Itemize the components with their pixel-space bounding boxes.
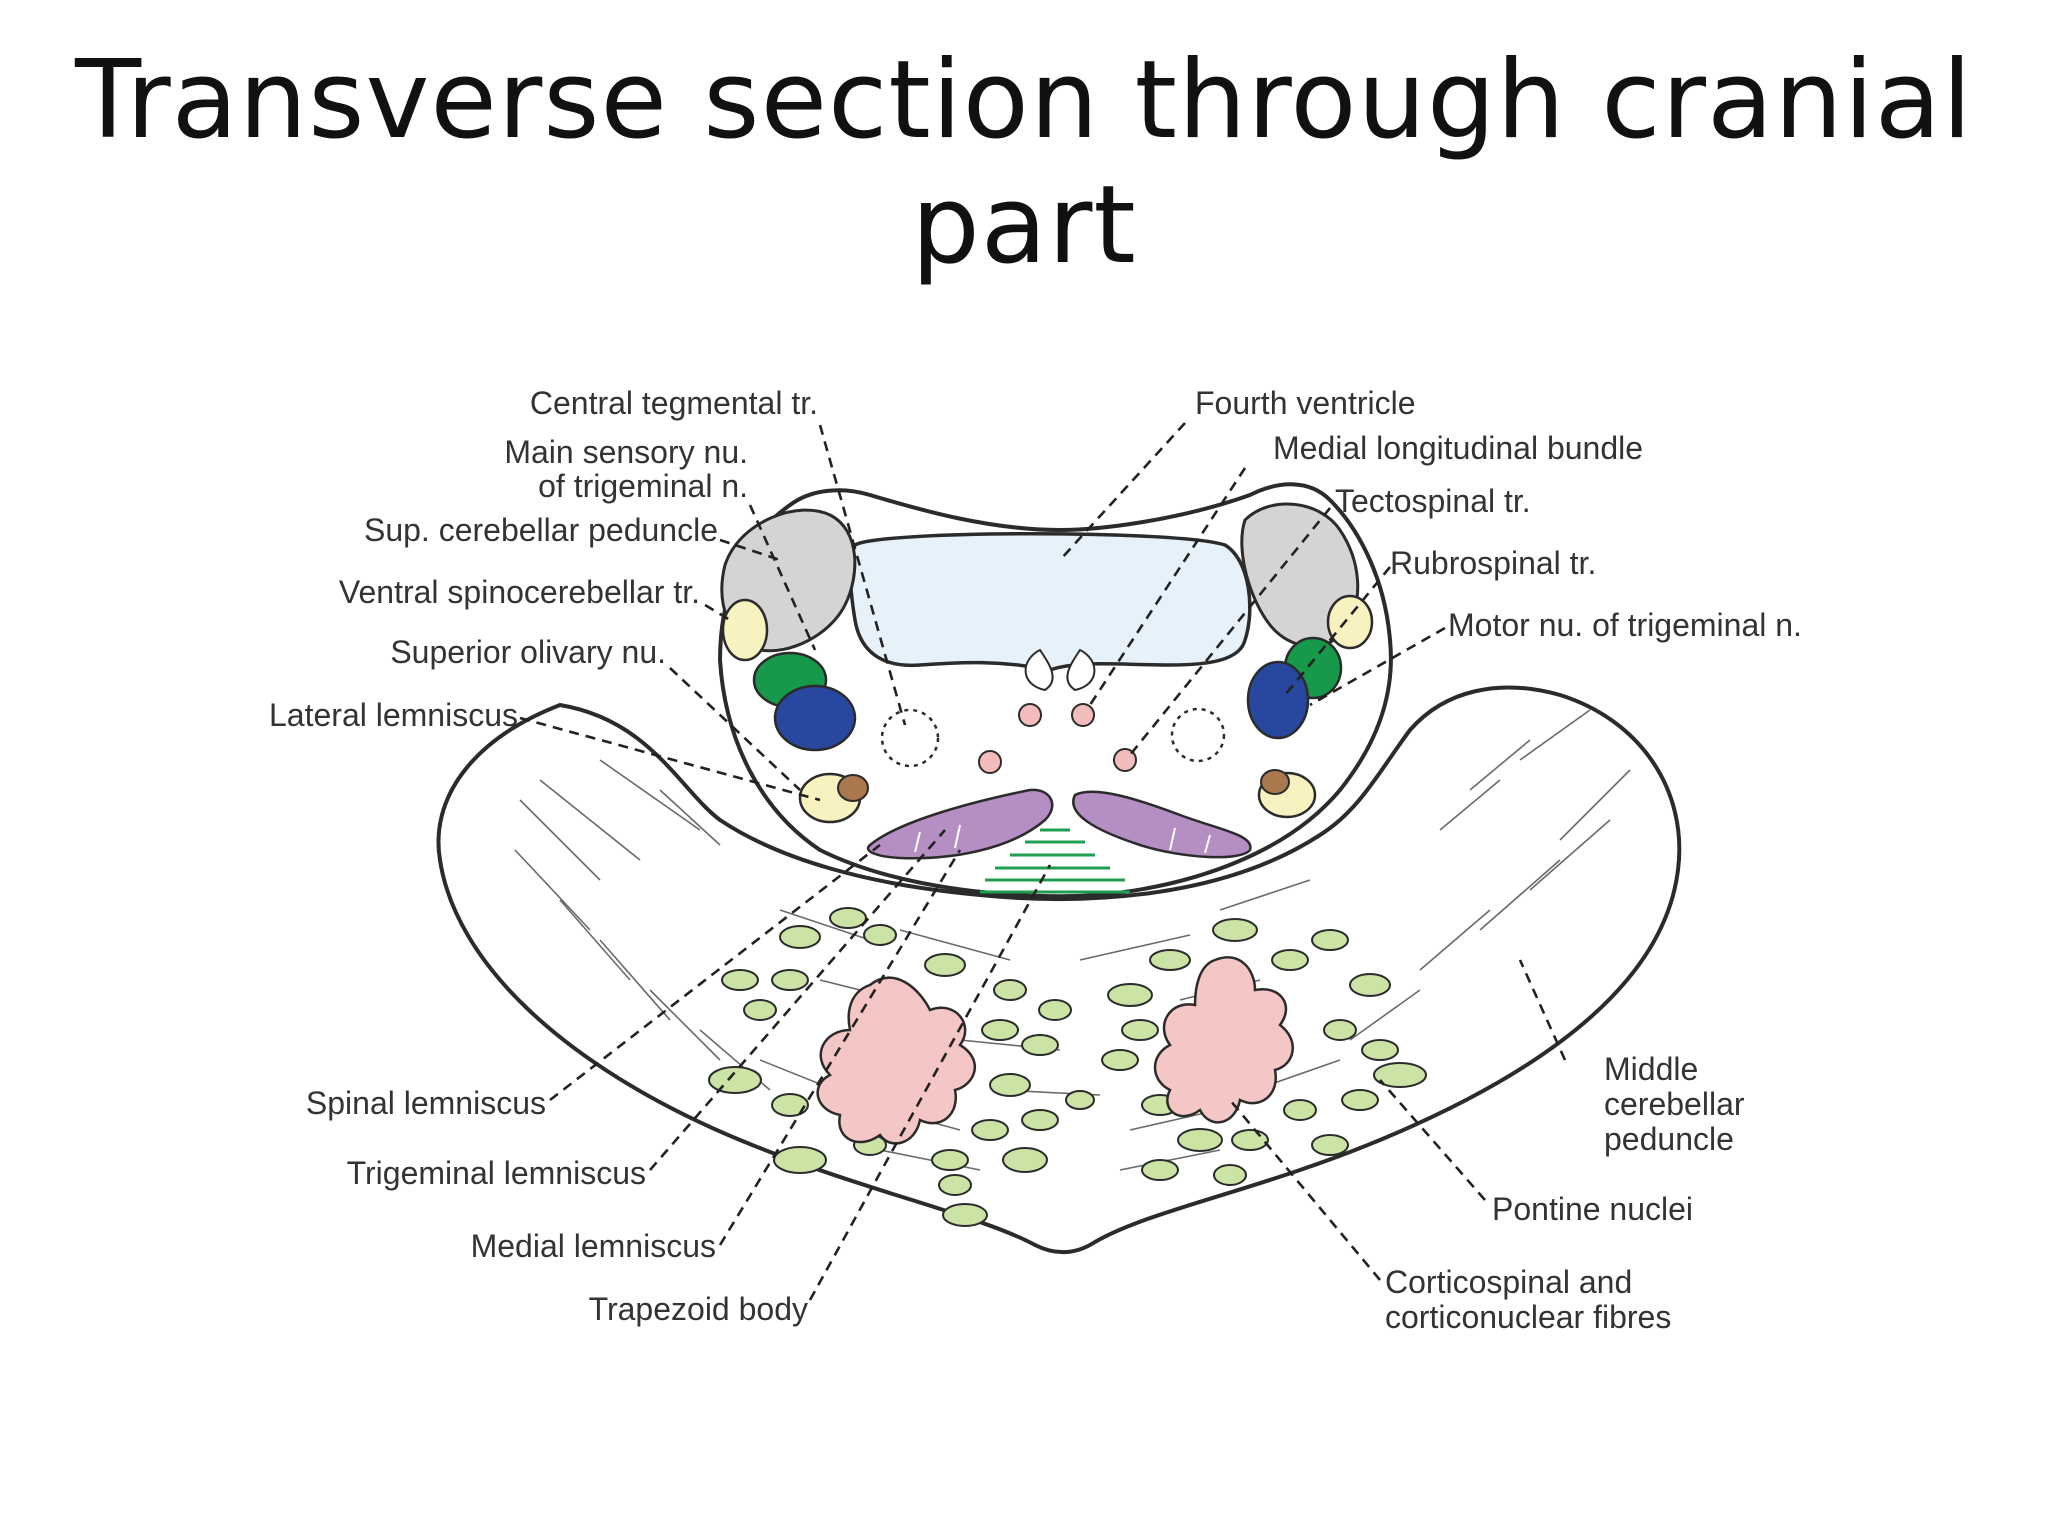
label-fourth-ventricle: Fourth ventricle <box>1195 385 1416 421</box>
label-middle-cerebellar-1: Middle <box>1604 1051 1698 1087</box>
ventral-spinocerebellar-left <box>721 598 769 662</box>
label-middle-cerebellar-3: peduncle <box>1604 1121 1734 1157</box>
mlb-left <box>1018 703 1042 727</box>
trapezoid-body <box>980 828 1130 894</box>
label-rubrospinal: Rubrospinal tr. <box>1390 545 1596 581</box>
ventricle-floor-right <box>1066 648 1096 692</box>
mlb-right <box>1071 703 1095 727</box>
label-medial-longitudinal: Medial longitudinal bundle <box>1273 430 1643 466</box>
label-main-sensory-1: Main sensory nu. <box>504 434 748 470</box>
slide-title: Transverse section through cranial part <box>75 38 1973 288</box>
tectospinal-right <box>1113 748 1137 772</box>
ventral-spinocerebellar-right <box>1326 594 1374 650</box>
pontine-nuclei <box>708 907 1427 1227</box>
label-lateral-lemniscus: Lateral lemniscus <box>269 697 518 733</box>
basilar-pons-outline <box>436 685 1682 1255</box>
medial-lemniscus-right <box>1072 790 1252 859</box>
medial-lemniscus-left <box>866 788 1054 860</box>
label-medial-lemniscus: Medial lemniscus <box>471 1228 716 1264</box>
label-middle-cerebellar-2: cerebellar <box>1604 1086 1745 1122</box>
label-trigeminal-lemniscus: Trigeminal lemniscus <box>347 1155 646 1191</box>
motor-nucleus-left <box>773 684 857 752</box>
central-tegmental-right <box>1170 707 1226 763</box>
label-corticospinal-2: corticonuclear fibres <box>1385 1299 1671 1335</box>
corticospinal-right <box>1153 956 1294 1124</box>
label-tectospinal: Tectospinal tr. <box>1335 483 1531 519</box>
label-ventral-spinocerebellar: Ventral spinocerebellar tr. <box>339 574 700 610</box>
leader-lines <box>519 422 1567 1301</box>
label-pontine-nuclei: Pontine nuclei <box>1492 1191 1693 1227</box>
fourth-ventricle <box>848 532 1252 672</box>
central-tegmental-left <box>880 708 940 768</box>
ventricle-floor-left <box>1024 648 1054 692</box>
label-trapezoid-body: Trapezoid body <box>589 1291 808 1327</box>
label-main-sensory-2: of trigeminal n. <box>538 468 748 504</box>
label-sup-cerebellar: Sup. cerebellar peduncle <box>364 512 718 548</box>
tectospinal-left <box>978 750 1002 774</box>
label-corticospinal-1: Corticospinal and <box>1385 1264 1632 1300</box>
label-superior-olivary: Superior olivary nu. <box>390 634 666 670</box>
superior-olivary-right <box>1260 769 1290 795</box>
label-central-tegmental: Central tegmental tr. <box>530 385 818 421</box>
label-motor-nu: Motor nu. of trigeminal n. <box>1448 607 1802 643</box>
superior-olivary-left <box>837 774 869 802</box>
label-spinal-lemniscus: Spinal lemniscus <box>306 1085 546 1121</box>
motor-nucleus-right <box>1246 660 1310 740</box>
